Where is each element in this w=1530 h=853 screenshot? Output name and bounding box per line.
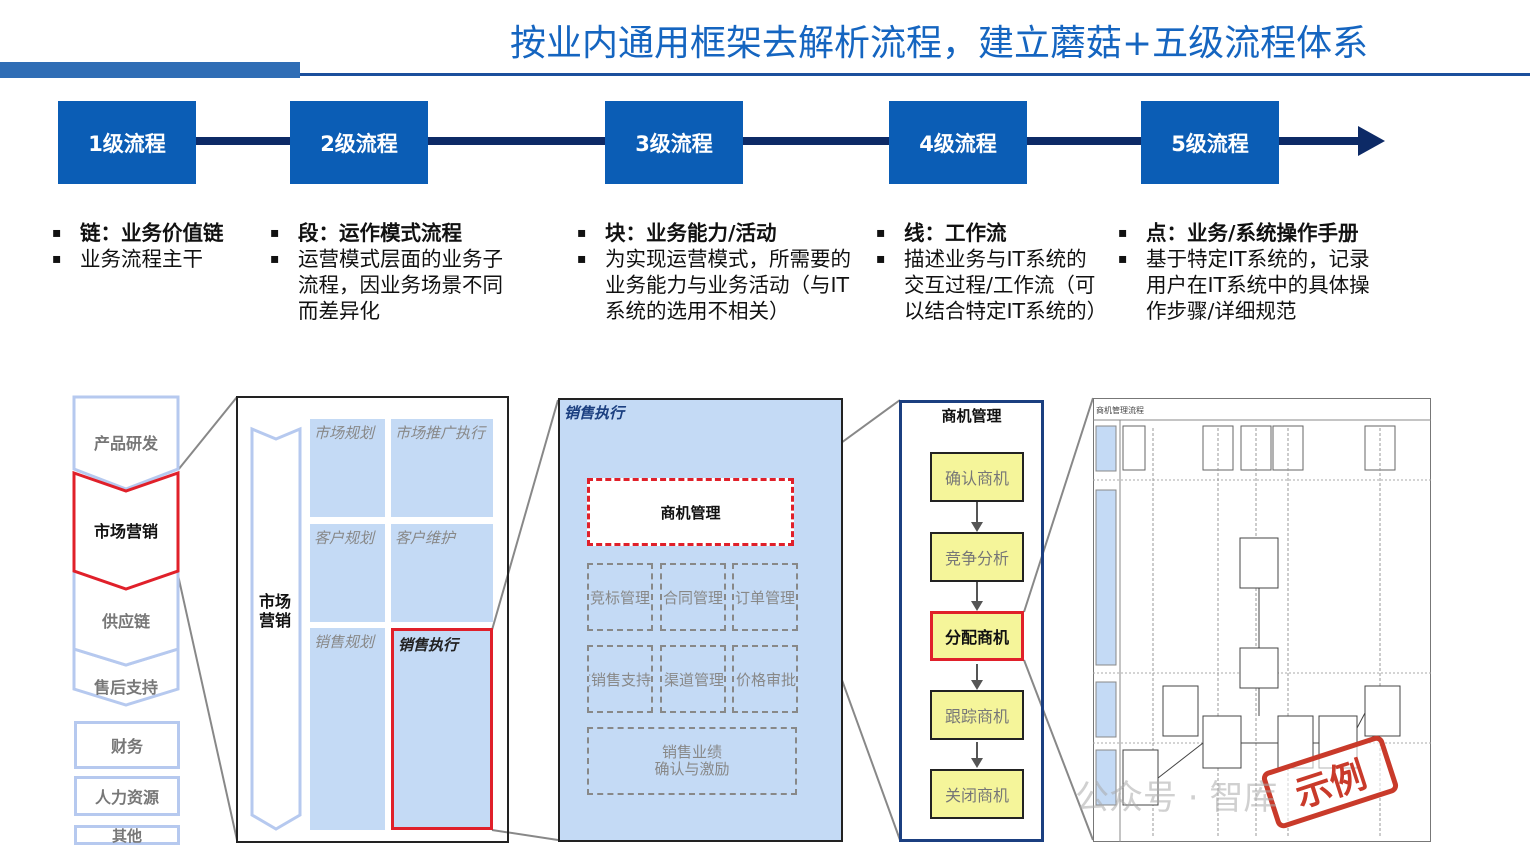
level-1-desc: 链：业务价值链业务流程主干 [52, 220, 262, 272]
level-2-box: 2级流程 [290, 101, 428, 184]
chain-item: 售后支持 [93, 678, 158, 697]
l2-cell: 客户维护 [391, 524, 493, 622]
l3-item: 渠道销售支持 [587, 645, 653, 713]
l4-step: 关闭商机 [930, 769, 1024, 819]
chain-item: 产品研发 [93, 434, 158, 453]
l3-item: 竞标管理 [587, 563, 653, 631]
zoom-line [491, 829, 559, 841]
l4-step-active: 分配商机 [930, 611, 1024, 661]
l3-item: 订单管理 [732, 563, 798, 631]
l2-cell: 客户规划 [310, 524, 385, 622]
l3-bottom: 销售业绩 确认与激励 [587, 727, 797, 795]
chain-block-active [72, 470, 180, 591]
l3-item: 合同管理 [660, 563, 726, 631]
level-5-desc: 点：业务/系统操作手册基于特定IT系统的，记录用户在IT系统中的具体操作步骤/详… [1118, 220, 1378, 324]
level-4-box: 4级流程 [889, 101, 1027, 184]
page-title: 按业内通用框架去解析流程，建立蘑菇+五级流程体系 [510, 23, 1369, 64]
l1-chain [72, 395, 180, 707]
l2-chevron [250, 426, 302, 831]
l3-highlight: 商机管理 [587, 478, 794, 546]
support-item: 财务 [74, 721, 180, 769]
chain-block [72, 395, 180, 491]
level-1-box: 1级流程 [58, 101, 196, 184]
l4-title: 商机管理 [941, 407, 1002, 425]
zoom-line [1023, 659, 1094, 841]
zoom-line [491, 399, 559, 631]
header-rule [300, 73, 1530, 76]
watermark: 公众号 · 智库 [1075, 778, 1278, 818]
zoom-line [177, 574, 238, 841]
level-4-desc: 线：工作流描述业务与IT系统的交互过程/工作流（可以结合特定IT系统的） [876, 220, 1107, 324]
level-3-box: 3级流程 [605, 101, 743, 184]
l2-cell: 市场推广执行 [391, 419, 493, 517]
l4-step: 跟踪商机 [930, 690, 1024, 740]
l3-item: 渠道管理 [660, 645, 726, 713]
l2-cell: 市场规划 [310, 419, 385, 517]
l5-swimlane [1093, 419, 1431, 842]
zoom-line [1023, 397, 1094, 613]
l5-header-text: 商机管理流程 [1096, 406, 1144, 415]
chain-item: 供应链 [101, 612, 150, 631]
l4-panel [899, 400, 1044, 842]
l3-title: 销售执行 [564, 404, 625, 422]
l3-item: 价格审批 [732, 645, 798, 713]
l4-step: 竞争分析 [930, 532, 1024, 582]
chain-item-active: 市场营销 [93, 522, 158, 541]
l4-arrows [971, 502, 983, 768]
level-3-desc: 块：业务能力/活动为实现运营模式，所需要的业务能力与业务活动（与IT系统的选用不… [577, 220, 867, 324]
zoom-line [177, 396, 238, 471]
level-5-box: 5级流程 [1141, 101, 1279, 184]
l2-chevron-label: 市场 营销 [258, 592, 291, 630]
l2-cell: 销售规划 [310, 628, 385, 830]
level-2-desc: 段：运作模式流程运营模式层面的业务子流程，因业务场景不同而差异化 [270, 220, 510, 324]
support-item: 人力资源 [74, 776, 180, 816]
timeline-arrowhead [1358, 126, 1385, 156]
support-item: 其他 [74, 825, 180, 845]
header-bar [0, 62, 300, 78]
l4-step: 确认商机 [930, 452, 1024, 502]
l2-panel [236, 396, 509, 843]
timeline-line [195, 137, 1365, 145]
l2-cell-active: 销售执行 [391, 628, 493, 830]
